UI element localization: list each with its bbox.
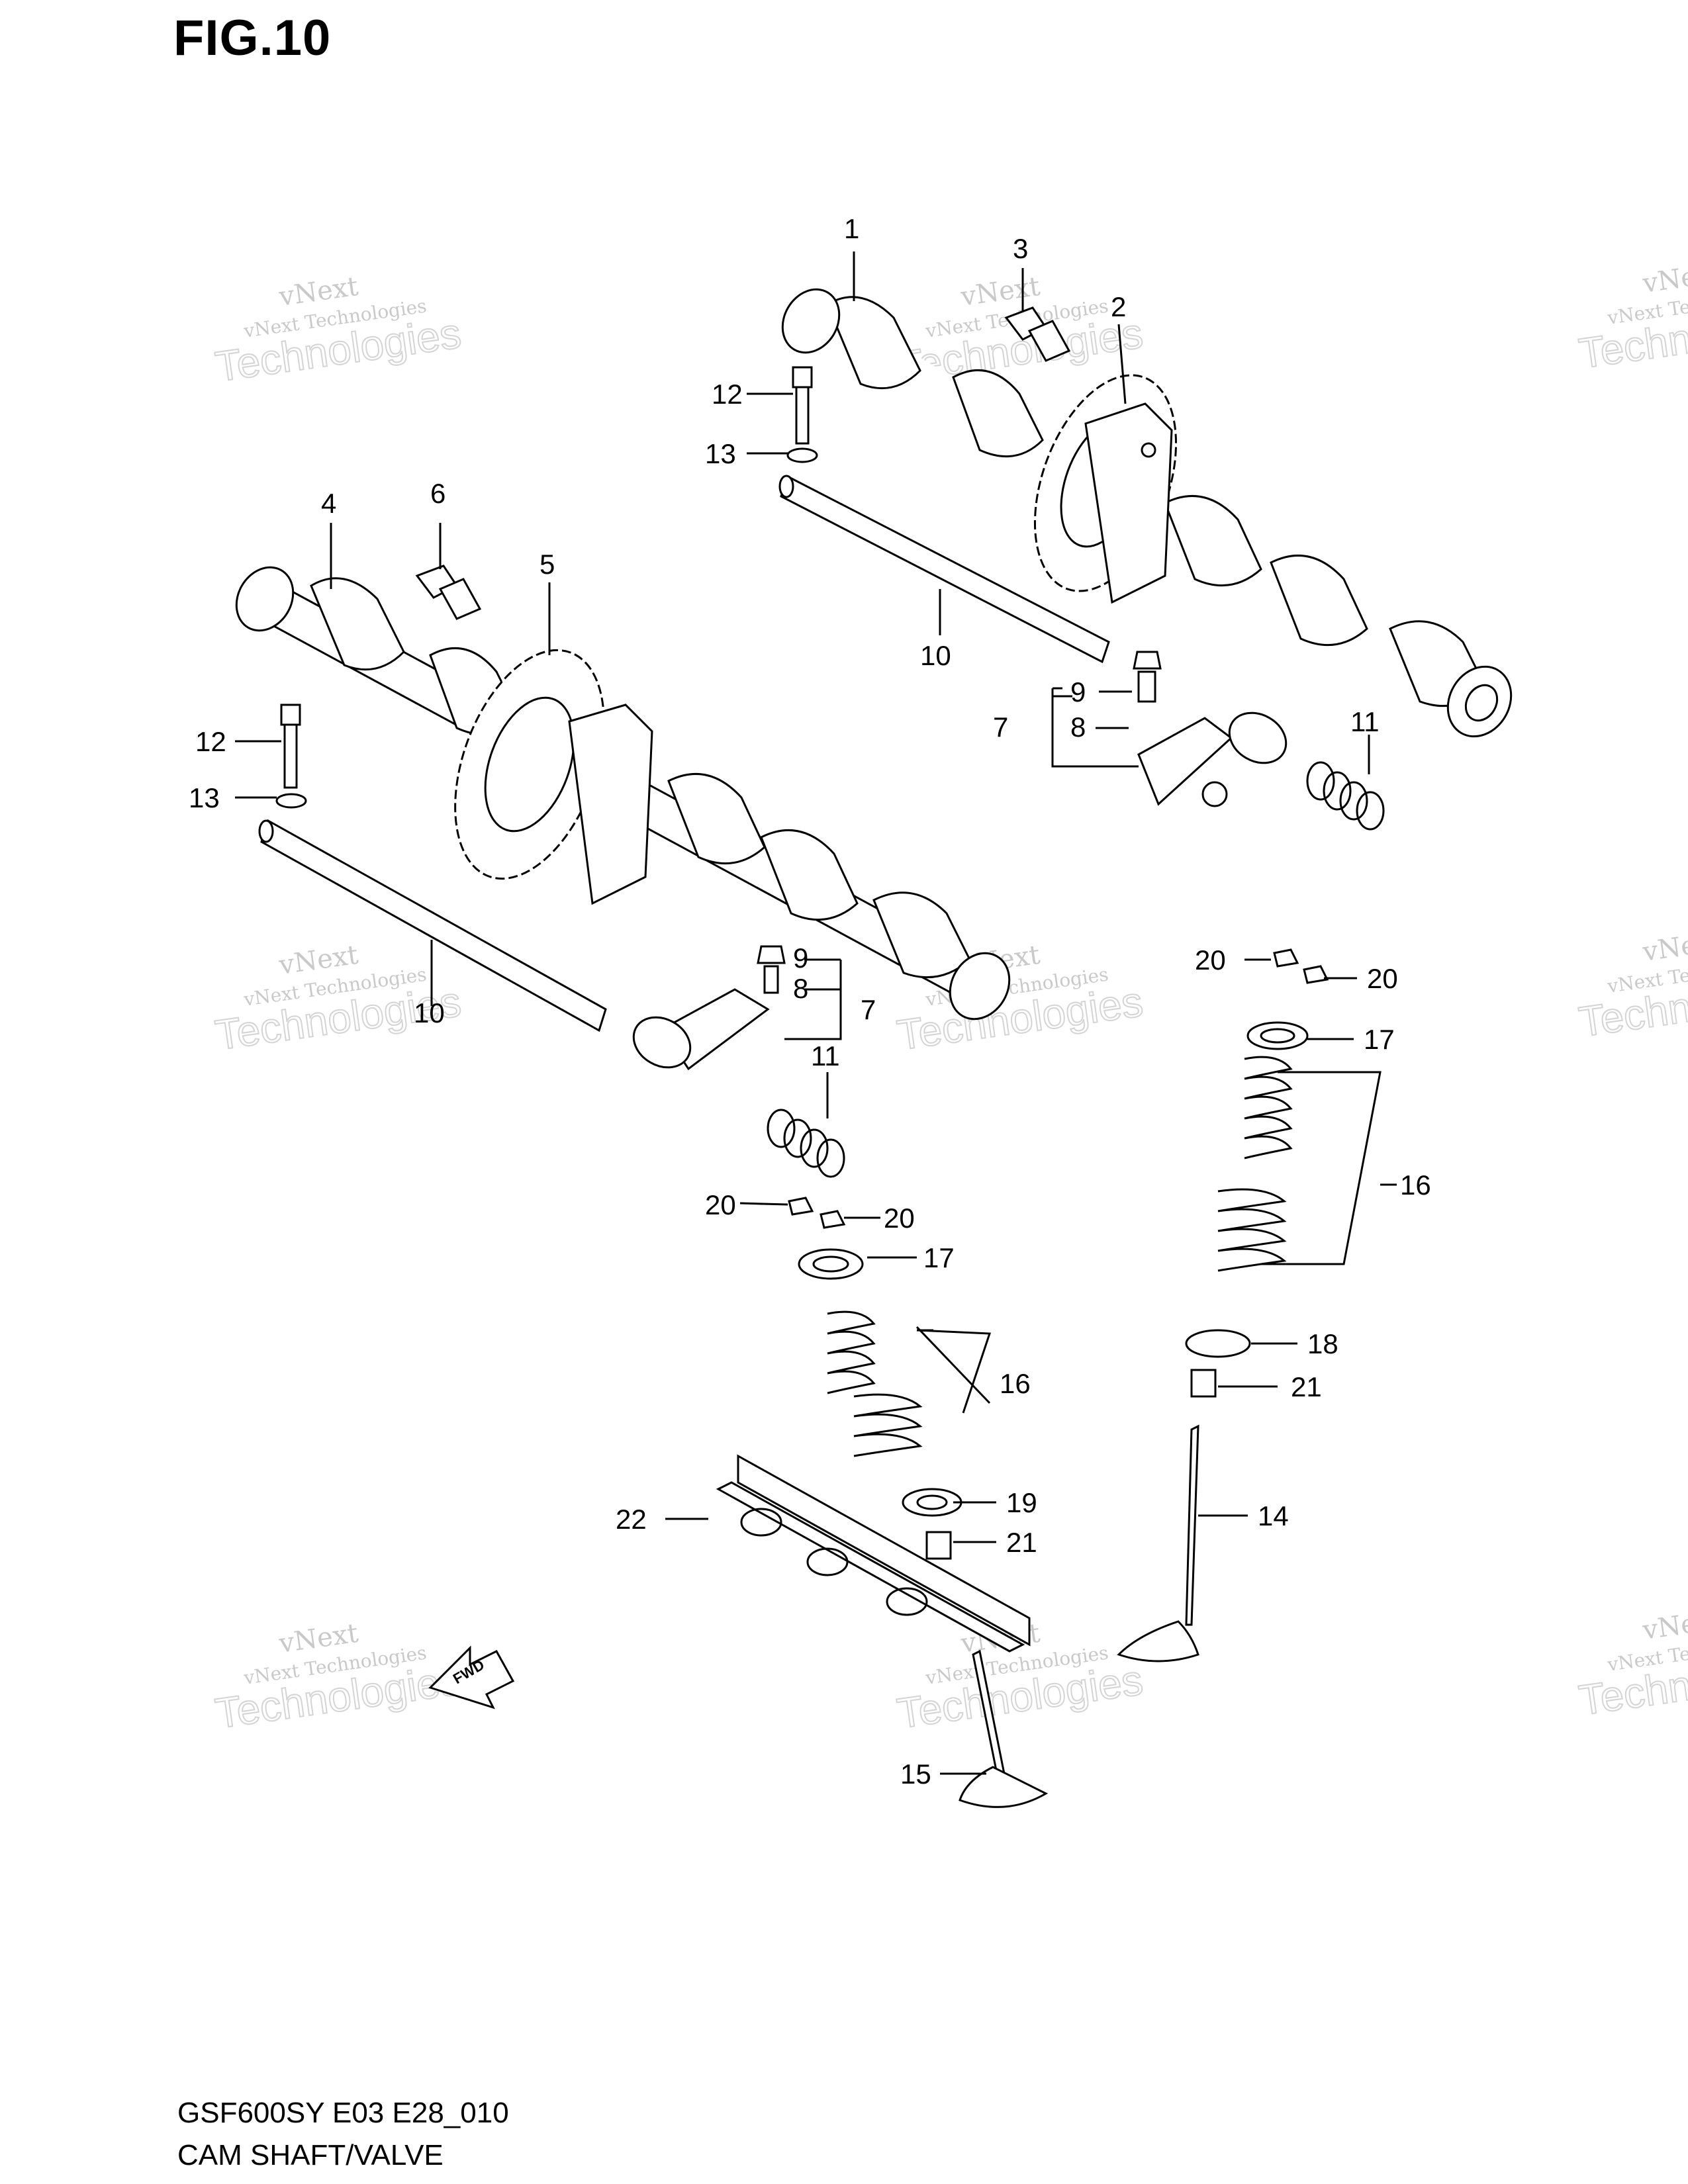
valve-cotter-left (788, 1197, 846, 1229)
callout-1: 1 (844, 213, 859, 244)
callout-19: 19 (1006, 1487, 1037, 1518)
rocker-spring-lower (767, 1109, 845, 1178)
callout-10-lower: 10 (414, 997, 445, 1028)
callout-20-left-b: 20 (884, 1203, 915, 1234)
callout-22: 22 (616, 1504, 647, 1535)
callout-11-upper: 11 (1350, 706, 1380, 737)
callouts: 1 2 3 4 5 6 7 8 9 7 8 9 10 10 11 11 12 1… (189, 213, 1431, 1790)
rocker-arm-lower (632, 945, 786, 1071)
watermark-text: vNext (1640, 258, 1688, 299)
callout-21-right: 21 (1291, 1371, 1322, 1402)
callout-2: 2 (1111, 291, 1126, 322)
exhaust-valve (1117, 1424, 1199, 1662)
rocker-spring-upper (1306, 761, 1385, 831)
callout-13-lower: 13 (189, 782, 220, 813)
shaft-bolt-lower (275, 704, 307, 809)
callout-14: 14 (1258, 1500, 1289, 1531)
intake-valve (959, 1649, 1049, 1808)
watermark: vNext vNext Technologies Technologies (212, 940, 465, 1060)
callout-16-left: 16 (1000, 1368, 1031, 1399)
callout-16-right: 16 (1400, 1169, 1431, 1201)
watermark-text: vNext (1640, 1605, 1688, 1646)
callout-15: 15 (900, 1758, 931, 1790)
spring-seat-right (1185, 1329, 1251, 1358)
rocker-arm-shaft-lower (258, 819, 607, 1032)
watermark: vNext vNext Technologies Technologies (1575, 1605, 1688, 1725)
callout-17-left: 17 (923, 1242, 955, 1273)
diagram-code: GSF600SY E03 E28_010 (177, 2097, 509, 2129)
callout-3: 3 (1013, 233, 1028, 264)
callout-8-upper: 8 (1070, 711, 1086, 743)
valve-plate (716, 1454, 1031, 1653)
callout-13-upper: 13 (705, 438, 736, 469)
cam-sprocket-upper (1033, 374, 1178, 604)
callout-7-upper: 7 (993, 711, 1008, 743)
valve-spring-right (1217, 1056, 1293, 1272)
callout-18: 18 (1307, 1328, 1338, 1359)
spring-seat-left (902, 1488, 962, 1517)
watermark: vNext vNext Technologies Technologies (212, 1618, 465, 1739)
valve-retainer-left (798, 1248, 864, 1280)
watermark: vNext vNext Technologies Technologies (1575, 927, 1688, 1047)
diagram-name: CAM SHAFT/VALVE (177, 2139, 444, 2171)
watermark-text: vNext (1640, 927, 1688, 968)
watermark: vNext vNext Technologies Technologies (1575, 258, 1688, 379)
valve-stem-seal-right (1190, 1369, 1217, 1398)
callout-6: 6 (430, 478, 445, 509)
callout-17-right: 17 (1364, 1024, 1395, 1055)
watermark: vNext vNext Technologies Technologies (212, 271, 465, 392)
callout-20-right-b: 20 (1367, 963, 1398, 994)
rocker-arm-upper (1133, 651, 1288, 807)
valve-retainer-right (1246, 1021, 1309, 1050)
callout-4: 4 (321, 488, 336, 519)
callout-9-lower: 9 (793, 942, 808, 974)
rocker-arm-shaft-upper (778, 475, 1110, 664)
callout-10-upper: 10 (920, 640, 951, 671)
callout-5: 5 (539, 549, 555, 580)
cam-sprocket-lower (454, 649, 653, 905)
shaft-bolt-upper (786, 366, 818, 463)
sprocket-bolt-upper (1004, 306, 1071, 362)
callout-20-left-a: 20 (705, 1189, 736, 1220)
figure-title: FIG.10 (173, 10, 332, 66)
valve-cotter-right (1273, 948, 1329, 984)
callout-9-upper: 9 (1070, 676, 1086, 707)
callout-7-lower: 7 (861, 994, 876, 1025)
valve-spring-left (827, 1310, 923, 1457)
callout-11-lower: 11 (811, 1040, 840, 1071)
forward-arrow-icon: FWD (428, 1645, 515, 1709)
callout-12-lower: 12 (195, 726, 226, 757)
callout-8-lower: 8 (793, 973, 808, 1004)
leader-lines (235, 251, 1397, 1775)
valve-stem-seal-left (925, 1531, 952, 1560)
callout-12-upper: 12 (712, 379, 743, 410)
sprocket-bolt-lower (415, 565, 482, 620)
callout-21-left: 21 (1006, 1527, 1037, 1558)
callout-20-right-a: 20 (1195, 944, 1226, 976)
